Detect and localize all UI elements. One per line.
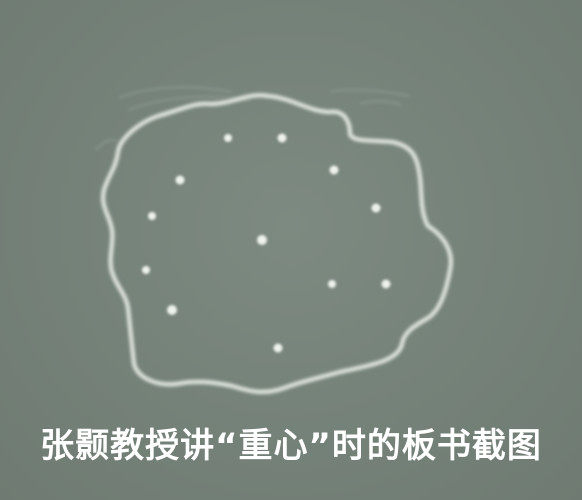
chalk-dot (167, 305, 177, 315)
image-caption: 张颢教授讲“重心”时的板书截图 (40, 426, 542, 466)
chalk-dots (142, 133, 391, 353)
chalk-dot (142, 266, 150, 274)
chalk-dot (277, 133, 287, 143)
chalk-dot (273, 343, 283, 353)
chalk-dot (328, 280, 336, 288)
chalk-dot (257, 235, 267, 245)
chalk-dot (148, 212, 156, 220)
chalk-dot (371, 203, 381, 213)
chalk-dot (329, 165, 339, 175)
irregular-shape-outline (100, 92, 454, 395)
chalk-dot (381, 279, 391, 289)
chalk-dot (224, 134, 232, 142)
chalk-dot (175, 175, 185, 185)
chalkboard-drawing (95, 86, 454, 395)
